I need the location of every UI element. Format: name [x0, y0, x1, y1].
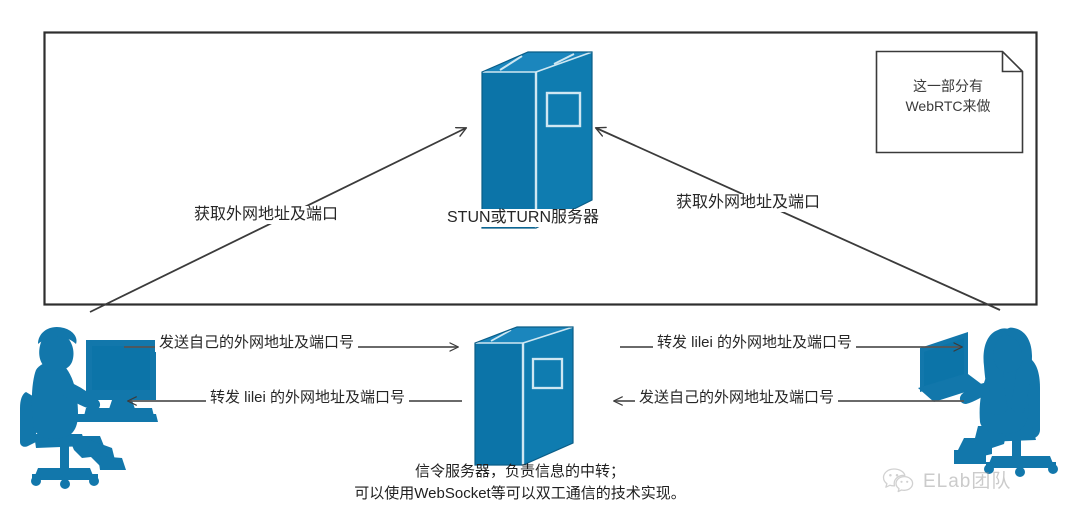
webrtc-note-shape [875, 50, 1024, 154]
webrtc-scope-box [43, 31, 1038, 306]
signal-server-icon [474, 326, 574, 466]
label-stun-server: STUN或TURN服务器 [443, 209, 603, 227]
label-right-to-signal: 发送自己的外网地址及端口号 [635, 389, 839, 407]
watermark-label: ELab团队 [923, 471, 1012, 492]
desktop-user-icon [20, 326, 158, 489]
label-signal-to-left: 转发 lilei 的外网地址及端口号 [206, 389, 410, 407]
wechat-icon [882, 467, 916, 493]
signal-server-caption: 信令服务器，负责信息的中转； 可以使用WebSocket等可以双工通信的技术实现… [354, 463, 686, 502]
label-left-to-stun: 获取外网地址及端口 [190, 206, 343, 224]
stun-server-icon [481, 51, 593, 229]
arrow-right-to-stun [596, 128, 1001, 311]
watermark: ELab团队 [882, 466, 1011, 493]
label-signal-to-right: 转发 lilei 的外网地址及端口号 [653, 334, 857, 352]
label-left-to-signal: 发送自己的外网地址及端口号 [155, 334, 359, 352]
webrtc-note-text: 这一部分有 WebRTC来做 [905, 78, 991, 115]
laptop-user-icon [918, 327, 1058, 477]
label-right-to-stun: 获取外网地址及端口 [672, 194, 825, 212]
